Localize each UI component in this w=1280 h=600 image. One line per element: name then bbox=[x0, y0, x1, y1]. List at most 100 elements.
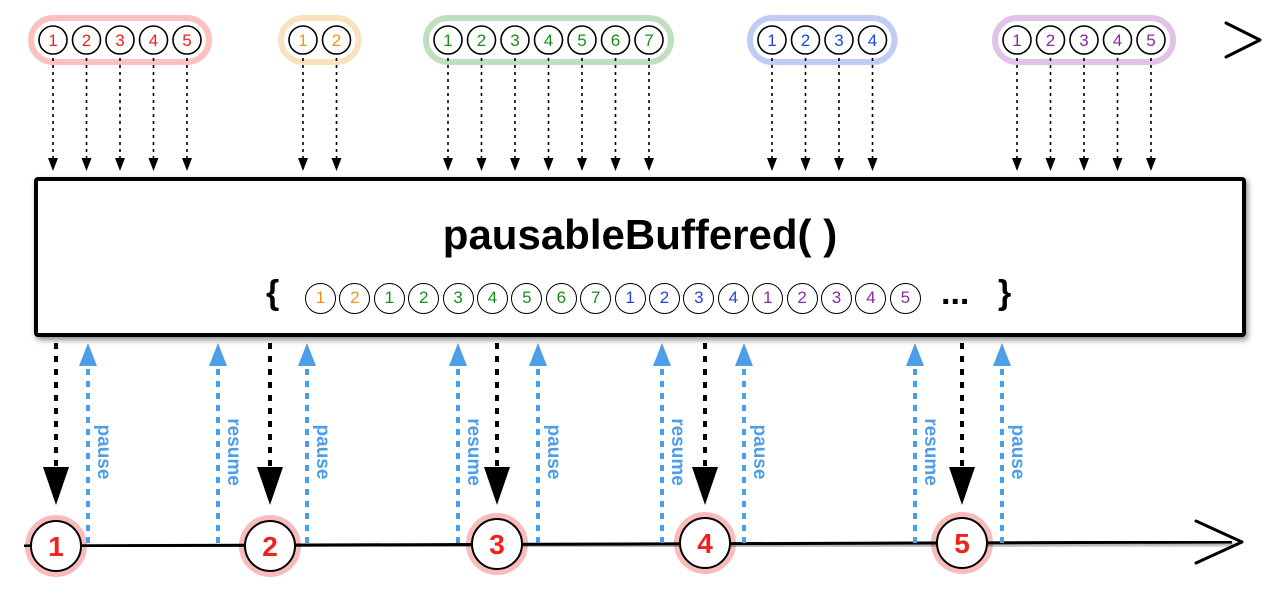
source-marble-circle bbox=[321, 25, 352, 55]
buffer-marble: 4 bbox=[477, 283, 508, 314]
buffer-marble: 3 bbox=[683, 283, 715, 314]
buffer-ellipsis: ... bbox=[941, 274, 970, 312]
emission-arrowhead bbox=[949, 467, 975, 505]
source-marble-circle bbox=[824, 25, 854, 55]
emission-arrowhead bbox=[43, 467, 69, 505]
source-marble-circle bbox=[1002, 25, 1032, 55]
source-marble-circle bbox=[757, 25, 787, 55]
source-marble-label: 1 bbox=[1012, 31, 1021, 50]
source-marble-label: 1 bbox=[298, 31, 307, 50]
source-marble-circle bbox=[857, 25, 888, 55]
pause-signal-arrowhead bbox=[529, 343, 547, 366]
output-timeline-arrowhead bbox=[1194, 519, 1244, 565]
source-marble-circle bbox=[500, 25, 530, 55]
resume-signal-arrowhead bbox=[653, 343, 671, 366]
source-drop-arrowhead bbox=[800, 158, 811, 171]
pause-signal-arrowhead bbox=[993, 343, 1011, 366]
source-marble-circle bbox=[567, 25, 597, 55]
buffer-marble: 1 bbox=[614, 283, 646, 314]
emission-arrowhead bbox=[692, 467, 718, 505]
output-marbles: 1 2 3 4 5 bbox=[30, 517, 988, 572]
buffer-open-brace: { bbox=[266, 274, 280, 312]
resume-label: resume bbox=[223, 418, 244, 486]
source-drop-arrowhead bbox=[834, 158, 844, 171]
source-drop-arrowhead bbox=[1112, 158, 1123, 171]
source-drop-arrowhead bbox=[1045, 158, 1056, 171]
source-marble-circle bbox=[172, 25, 202, 55]
buffer-marble: 1 bbox=[305, 283, 336, 314]
buffer-marble: 2 bbox=[408, 283, 440, 314]
source-drop-arrowhead bbox=[476, 158, 487, 171]
source-marble: 6 bbox=[600, 25, 631, 55]
source-marble-circle bbox=[1136, 25, 1166, 55]
source-marble-circle bbox=[466, 25, 497, 55]
source-marble: 7 bbox=[634, 25, 664, 55]
source-marble-label: 4 bbox=[868, 31, 877, 50]
source-drop-arrowhead bbox=[1012, 158, 1022, 171]
output-marble-label: 4 bbox=[697, 528, 713, 559]
source-marble: 2 bbox=[1035, 25, 1066, 55]
pause-signal-arrowhead bbox=[79, 343, 97, 366]
source-marble-label: 3 bbox=[115, 31, 124, 50]
output-marble: 1 bbox=[30, 520, 82, 572]
source-marble: 5 bbox=[567, 25, 597, 55]
output-marble-circle bbox=[30, 520, 82, 572]
source-marble-label: 7 bbox=[644, 31, 653, 50]
buffer-marble: 1 bbox=[373, 283, 405, 314]
source-marble: 3 bbox=[500, 25, 530, 55]
source-marble: 4 bbox=[533, 25, 564, 55]
source-marble-label: 4 bbox=[149, 31, 158, 50]
source-marble-label: 1 bbox=[767, 31, 776, 50]
pause-label: pause bbox=[93, 425, 114, 480]
source-drop-arrowhead bbox=[331, 158, 342, 171]
source-marble-circle bbox=[433, 25, 463, 55]
output-marble: 3 bbox=[471, 518, 523, 570]
source-marble: 2 bbox=[321, 25, 352, 55]
source-marble-label: 3 bbox=[510, 31, 519, 50]
buffer-marble: 1 bbox=[752, 283, 784, 314]
source-marble-label: 4 bbox=[544, 31, 553, 50]
source-marble-label: 5 bbox=[182, 31, 191, 50]
source-drop-arrowhead bbox=[610, 158, 621, 171]
source-marble-label: 2 bbox=[477, 31, 486, 50]
emission-arrowhead bbox=[257, 467, 283, 505]
source-drop-arrowhead bbox=[115, 158, 125, 171]
source-marble-label: 4 bbox=[1113, 31, 1122, 50]
buffer-marble: 7 bbox=[580, 283, 612, 314]
source-marble: 4 bbox=[1102, 25, 1133, 55]
source-marble-label: 1 bbox=[443, 31, 452, 50]
source-marble-label: 2 bbox=[332, 31, 341, 50]
resume-signal-arrowhead bbox=[906, 343, 924, 366]
buffer-marble: 2 bbox=[786, 283, 818, 314]
source-drop-arrowhead bbox=[644, 158, 654, 171]
source-marble-label: 5 bbox=[1146, 31, 1155, 50]
resume-signal-arrowhead bbox=[209, 343, 227, 366]
source-marble-circle bbox=[600, 25, 631, 55]
source-marble: 2 bbox=[790, 25, 821, 55]
source-marble-circle bbox=[288, 25, 318, 55]
output-marble: 2 bbox=[244, 520, 296, 572]
resume-label: resume bbox=[667, 418, 688, 486]
buffer-marble: 4 bbox=[717, 283, 749, 314]
output-marble: 5 bbox=[936, 517, 988, 569]
operator-title: pausableBuffered( ) bbox=[442, 211, 838, 258]
output-marble-circle bbox=[936, 517, 988, 569]
source-marble: 3 bbox=[105, 25, 135, 55]
source-marble-label: 2 bbox=[801, 31, 810, 50]
source-marble-label: 6 bbox=[611, 31, 620, 50]
source-marble: 4 bbox=[138, 25, 169, 55]
source-marble: 1 bbox=[38, 25, 68, 55]
output-marble: 4 bbox=[679, 517, 731, 569]
output-marble-circle bbox=[471, 518, 523, 570]
buffer-marble: 6 bbox=[545, 283, 577, 314]
source-drop-arrowhead bbox=[543, 158, 554, 171]
source-marble: 1 bbox=[288, 25, 318, 55]
source-drop-arrowhead bbox=[510, 158, 520, 171]
output-marble-circle bbox=[244, 520, 296, 572]
source-marble-circle bbox=[105, 25, 135, 55]
source-marble-label: 2 bbox=[1046, 31, 1055, 50]
source-marble-circle bbox=[38, 25, 68, 55]
buffer-marble: 2 bbox=[649, 283, 680, 314]
source-marble-label: 2 bbox=[82, 31, 91, 50]
